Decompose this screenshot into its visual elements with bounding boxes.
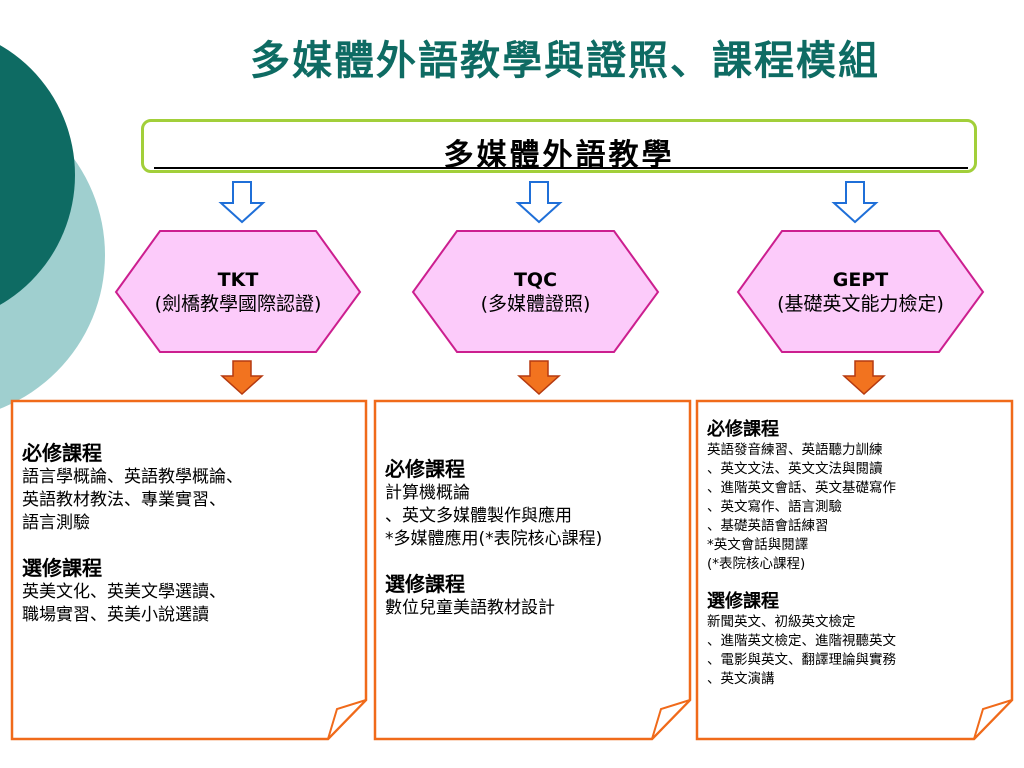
course-line: 語言測驗 [22,513,90,533]
course-line: 、英文文法、英文文法與閱讀 [707,461,883,477]
cert-name: (劍橋教學國際認證) [154,293,322,315]
course-line: *英文會話與閱譯 [707,537,809,553]
cert-name: (多媒體證照) [480,293,591,315]
orange-arrow-icon [842,360,886,396]
banner-underline [154,167,968,169]
page-title: 多媒體外語教學與證照、課程模組 [250,37,880,84]
course-box-2: 必修課程 計算機概論 、英文多媒體製作與應用 *多媒體應用(*表院核心課程) 選… [385,456,690,620]
course-line: (*表院核心課程) [707,556,806,572]
course-line: *多媒體應用(*表院核心課程) [385,529,603,549]
hexagon-tqc [411,230,660,353]
dark-teal-circle [0,45,75,305]
course-line: 、英文寫作、語言測驗 [707,499,842,515]
hexagon-tkt [114,230,362,353]
category-banner: 多媒體外語教學 [141,119,977,173]
course-line: 、電影與英文、翻譯理論與實務 [707,652,896,668]
course-line: 、進階英文會話、英文基礎寫作 [707,480,896,496]
course-line: 新聞英文、初級英文檢定 [707,614,856,630]
cert-tqc: TQC (多媒體證照) [413,268,658,316]
blue-arrow-icon [515,181,563,224]
course-line: 、進階英文檢定、進階視聽英文 [707,633,896,649]
course-line: 、基礎英語會話練習 [707,518,829,534]
course-line: 英語發音練習、英語聽力訓練 [707,442,883,458]
cert-code: GEPT [832,269,889,291]
cert-code: TKT [217,269,259,291]
orange-arrow-icon [220,360,264,396]
cert-name: (基礎英文能力檢定) [777,293,944,315]
blue-arrow-icon [218,181,266,224]
course-box-frame-1 [10,399,368,741]
orange-arrow-icon [517,360,561,396]
cert-code: TQC [513,269,558,291]
elective-courses-heading: 選修課程 [707,591,779,612]
cert-tkt: TKT (劍橋教學國際認證) [116,268,360,316]
cert-gept: GEPT (基礎英文能力檢定) [738,268,983,316]
course-line: 職場實習、英美小說選讀 [22,605,209,625]
course-line: 英語教材教法、專業實習、 [22,490,226,510]
course-line: 數位兒童美語教材設計 [385,598,555,618]
blue-arrow-icon [831,181,879,224]
course-box-frame-2 [373,399,692,741]
course-line: 、英文多媒體製作與應用 [385,506,572,526]
course-box-3: 必修課程 英語發音練習、英語聽力訓練 、英文文法、英文文法與閱讀 、進階英文會話… [707,418,1007,689]
required-courses-heading: 必修課程 [385,457,465,481]
required-courses-heading: 必修課程 [707,419,779,440]
hexagon-gept [736,230,985,353]
required-courses-heading: 必修課程 [22,441,102,465]
course-line: 、英文演講 [707,671,775,687]
course-box-frame-3 [695,399,1014,741]
elective-courses-heading: 選修課程 [385,572,465,596]
course-box-1: 必修課程 語言學概論、英語教學概論、 英語教材教法、專業實習、 語言測驗 選修課… [22,440,358,627]
course-line: 語言學概論、英語教學概論、 [22,467,243,487]
elective-courses-heading: 選修課程 [22,556,102,580]
course-line: 計算機概論 [385,483,470,503]
course-line: 英美文化、英美文學選讀、 [22,582,226,602]
